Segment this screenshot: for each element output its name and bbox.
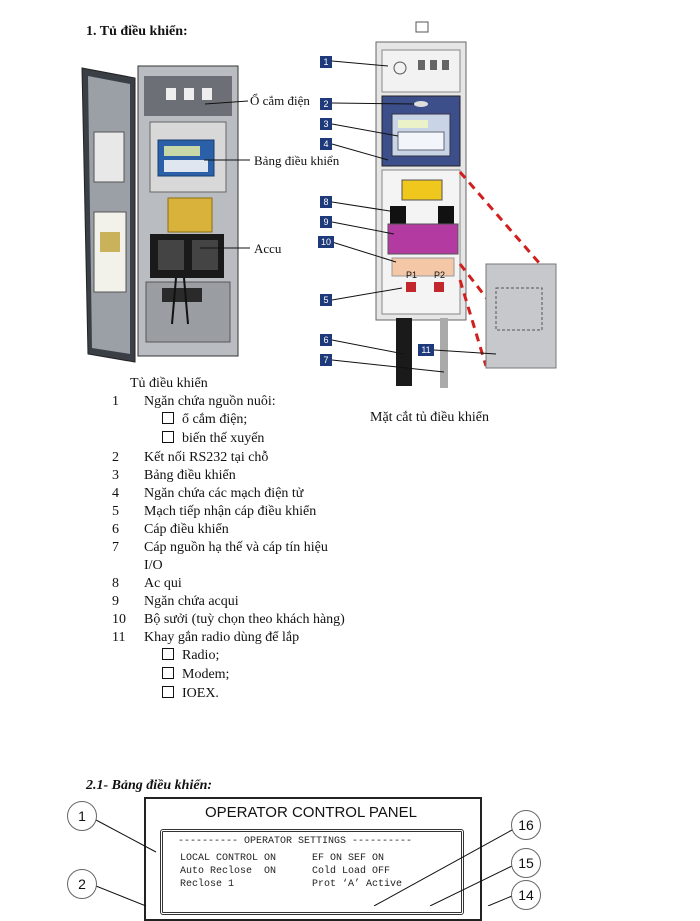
- diagram-callout-11: 11: [418, 344, 434, 356]
- list-item-checkbox: Radio;: [110, 647, 410, 666]
- cabinet-cross-section-diagram: [331, 21, 557, 388]
- diagram-label-p1: P1: [406, 270, 418, 280]
- checkbox-icon: [162, 431, 174, 443]
- diagram-callout-8: 8: [320, 196, 332, 208]
- lcd-row-1-right: EF ON SEF ON: [312, 853, 385, 864]
- lcd-row-2-left: Auto Reclose ON: [180, 866, 277, 877]
- panel-lcd-display: [160, 829, 464, 915]
- photo-label-battery: Accu: [254, 241, 282, 256]
- list-item-checkbox: ổ cắm điện;: [110, 411, 410, 430]
- section-heading-cabinet: 1. Tủ điều khiển:: [86, 24, 188, 39]
- lcd-row-3-left: Reclose 1: [180, 879, 235, 890]
- diagram-callout-2: 2: [320, 98, 332, 110]
- panel-callout-14: 14: [511, 880, 541, 910]
- checkbox-icon: [162, 667, 174, 679]
- photo-label-panel: Bảng điều khiển: [254, 153, 340, 168]
- panel-callout-16: 16: [511, 810, 541, 840]
- panel-callout-15: 15: [511, 848, 541, 878]
- lcd-row-3-right: Prot ‘A’ Active: [312, 879, 403, 890]
- list-item-checkbox: biến thế xuyến: [110, 430, 410, 449]
- diagram-callout-4: 4: [320, 138, 332, 150]
- diagram-caption: Mặt cắt tủ điều khiển: [370, 410, 489, 425]
- lcd-header: ---------- OPERATOR SETTINGS ----------: [178, 836, 413, 847]
- panel-title: OPERATOR CONTROL PANEL: [205, 804, 417, 821]
- list-item: I/O: [144, 558, 163, 573]
- list-item-checkbox: IOEX.: [110, 685, 410, 704]
- checkbox-icon: [162, 412, 174, 424]
- diagram-callout-7: 7: [320, 354, 332, 366]
- list-item-checkbox: Modem;: [110, 666, 410, 685]
- photo-label-socket: Ổ cắm điện: [250, 93, 310, 108]
- diagram-callout-5: 5: [320, 294, 332, 306]
- list-title: Tủ điều khiển: [130, 376, 208, 391]
- lcd-row-2-right: Cold Load OFF: [312, 866, 391, 877]
- diagram-label-p2: P2: [434, 270, 446, 280]
- lcd-row-1-left: LOCAL CONTROL ON: [180, 853, 277, 864]
- diagram-callout-6: 6: [320, 334, 332, 346]
- diagram-callout-1: 1: [320, 56, 332, 68]
- cabinet-photo: [81, 65, 239, 363]
- checkbox-icon: [162, 686, 174, 698]
- panel-callout-2: 2: [67, 869, 97, 899]
- diagram-callout-10: 10: [318, 236, 334, 248]
- checkbox-icon: [162, 648, 174, 660]
- diagram-callout-3: 3: [320, 118, 332, 130]
- diagram-callout-9: 9: [320, 216, 332, 228]
- section-heading-control-panel: 2.1- Bảng điều khiển:: [86, 778, 213, 793]
- panel-callout-1: 1: [67, 801, 97, 831]
